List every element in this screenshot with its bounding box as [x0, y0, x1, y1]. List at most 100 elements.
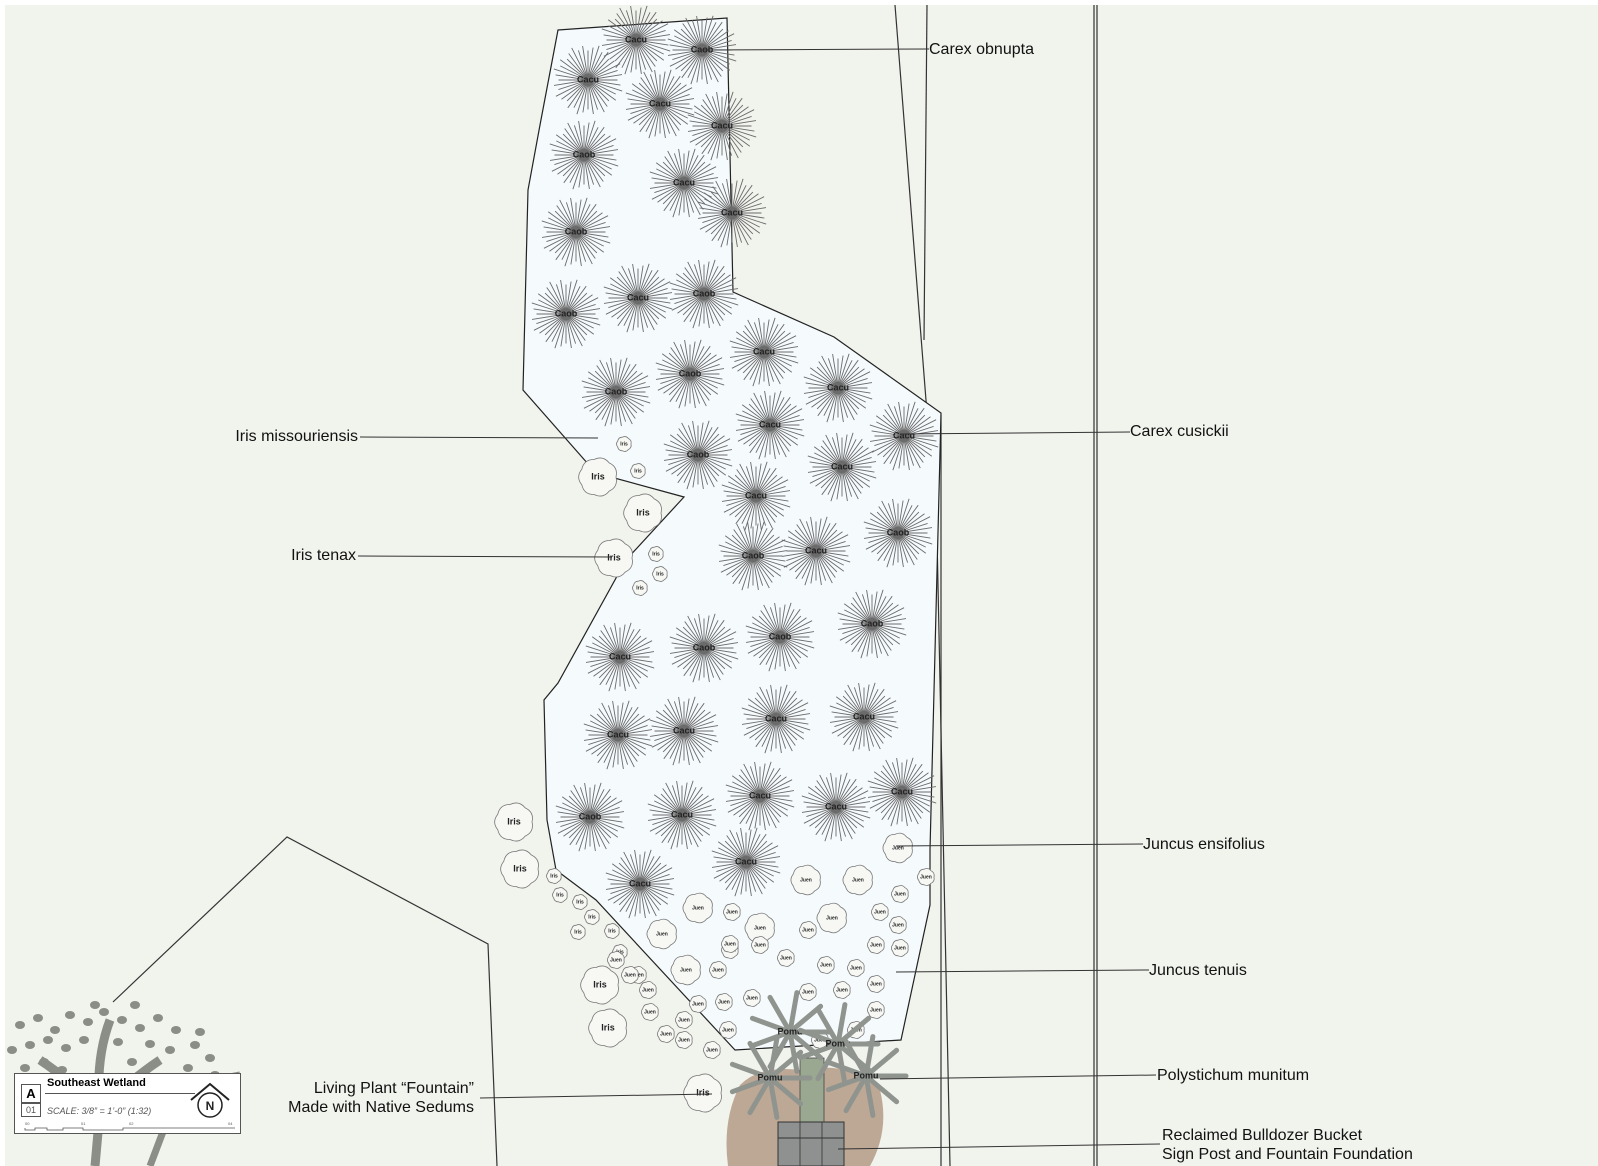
- juncus-tenuis-plant: Juen: [715, 993, 733, 1011]
- plant-code-label: Caob: [693, 288, 716, 298]
- iris-small-plant: Iris: [570, 924, 586, 940]
- fern-frond: [797, 1027, 841, 1047]
- sedge-blades: [669, 613, 739, 683]
- iris-small-plant: Iris: [648, 546, 664, 562]
- plant-code-label: Caob: [687, 449, 710, 459]
- plant-code-label: Caob: [887, 527, 910, 537]
- plant-code-label: Caob: [742, 550, 765, 560]
- plant-code-label: Cacu: [629, 878, 651, 888]
- plant-code-label: Juen: [870, 942, 882, 948]
- rosette-outline: [891, 885, 909, 903]
- fern-frond: [863, 1073, 876, 1118]
- sedge-blades: [649, 696, 719, 766]
- sedge-blades: [625, 69, 695, 139]
- sedge-blades: [867, 757, 937, 827]
- carex-cusickii-plant: Cacu: [697, 178, 767, 248]
- plant-code-label: Iris: [652, 551, 660, 557]
- tree-dot: [145, 1040, 155, 1048]
- sedge-blades: [605, 849, 675, 919]
- plant-code-label: Juen: [722, 1027, 734, 1033]
- sedge-blades: [603, 263, 673, 333]
- label-iris-missouriensis: Iris missouriensis: [235, 428, 358, 445]
- rosette-outline: [816, 902, 847, 934]
- fern-frond: [787, 990, 800, 1035]
- sedge-blades: [687, 91, 757, 161]
- juncus-tenuis-plant: Juen: [917, 868, 935, 886]
- plant-code-label: Juen: [678, 1017, 690, 1023]
- tree-dot: [205, 1054, 215, 1062]
- tree-dot: [190, 1041, 200, 1049]
- juncus-ensifolius-plant: Juen: [842, 864, 873, 896]
- fern-frond: [747, 1075, 773, 1116]
- rosette-outline: [607, 951, 625, 969]
- iris-small-plant: Iris: [552, 887, 568, 903]
- sedge-blades: [735, 390, 805, 460]
- juncus-ensifolius-plant: Juen: [682, 892, 713, 924]
- plant-code-label: Pomu: [825, 1038, 850, 1048]
- plant-code-label: Iris: [636, 507, 650, 517]
- tree-dot: [153, 1014, 163, 1022]
- label-fountain-line2: Made with Native Sedums: [288, 1099, 474, 1116]
- carex-cusickii-plant: Cacu: [829, 682, 899, 752]
- label-polystichum-munitum: Polystichum munitum: [1157, 1067, 1310, 1084]
- fern-frond: [729, 1061, 773, 1081]
- carex-obnupta-plant: Caob: [663, 420, 733, 490]
- fern-frond: [767, 1075, 780, 1120]
- rosette-outline: [552, 887, 568, 903]
- sedge-blades: [531, 279, 601, 349]
- carex-cusickii-plant: Cacu: [869, 401, 939, 471]
- scale-note: SCALE: 3/8” = 1’-0” (1:32): [47, 1106, 152, 1116]
- plant-code-label: Juen: [892, 845, 904, 851]
- sedge-blades: [863, 498, 933, 568]
- sedge-blades: [669, 259, 739, 329]
- rosette-outline: [882, 832, 913, 864]
- juncus-tenuis-plant: Juen: [799, 983, 817, 1001]
- carex-obnupta-plant: Caob: [655, 339, 725, 409]
- rosette-outline: [657, 1025, 675, 1043]
- juncus-tenuis-plant: Juen: [867, 975, 885, 993]
- label-fountain-line1: Living Plant “Fountain”: [313, 1080, 474, 1097]
- plant-code-label: Juen: [712, 967, 724, 973]
- tree-dot: [20, 1064, 30, 1072]
- tree-dots: [7, 1001, 230, 1094]
- plant-code-label: Juen: [754, 925, 766, 931]
- juncus-tenuis-plant: Juen: [871, 903, 889, 921]
- fern-frond: [843, 1073, 869, 1114]
- carex-cusickii-plant: Cacu: [867, 757, 937, 827]
- label-carex-cusickii: Carex cusickii: [1130, 423, 1229, 440]
- iris-plant: Iris: [580, 965, 619, 1005]
- plant-code-label: Caob: [573, 149, 596, 159]
- carex-cusickii-plant: Cacu: [711, 827, 781, 897]
- plant-code-label: Juen: [692, 905, 704, 911]
- bulldozer-bucket: [777, 1121, 845, 1166]
- plant-code-label: Juen: [850, 965, 862, 971]
- plant-code-label: Juen: [874, 909, 886, 915]
- tree-dot: [25, 1041, 35, 1049]
- carex-cusickii-plant: Cacu: [583, 700, 653, 770]
- plant-code-label: Iris: [507, 816, 521, 826]
- sedge-blades: [729, 317, 799, 387]
- tree-dot: [117, 1016, 127, 1024]
- carex-cusickii-plant: Cacu: [721, 461, 791, 531]
- carex-cusickii-plant: Cacu: [725, 761, 795, 831]
- iris-plant: Iris: [683, 1073, 722, 1113]
- rosette-outline: [630, 463, 646, 479]
- plant-code-label: Juen: [624, 972, 636, 978]
- plant-code-label: Cacu: [765, 713, 787, 723]
- plant-code-label: Caob: [861, 618, 884, 628]
- rosette-outline: [639, 981, 657, 999]
- carex-cusickii-plant: Cacu: [553, 45, 623, 115]
- carex-obnupta-plant: Caob: [745, 602, 815, 672]
- rosette-outline: [689, 995, 707, 1013]
- sedge-blades: [655, 339, 725, 409]
- juncus-tenuis-plant: Juen: [721, 935, 739, 953]
- rosette-outline: [621, 966, 639, 984]
- fern-frond: [767, 1075, 804, 1107]
- plant-code-label: Cacu: [607, 729, 629, 739]
- fern-frond: [835, 1015, 872, 1047]
- plant-code-label: Juen: [826, 915, 838, 921]
- plant-code-label: Juen: [680, 967, 692, 973]
- rosette-outline: [604, 923, 620, 939]
- fern-frond: [749, 1029, 793, 1049]
